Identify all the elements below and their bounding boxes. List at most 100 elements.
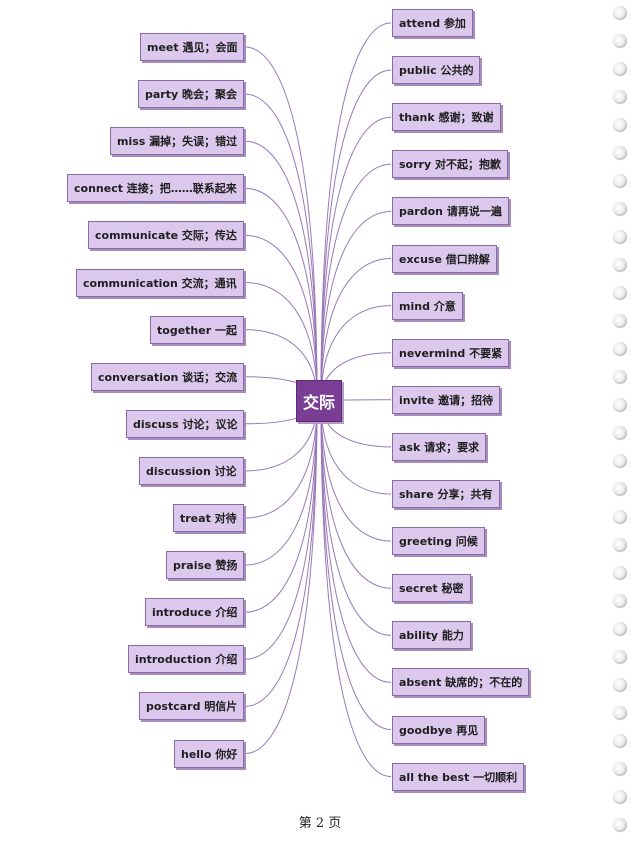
right-branch-node: mind 介意: [392, 291, 463, 320]
branch-label: pardon 请再说一遍: [399, 205, 502, 219]
right-connector: [320, 305, 392, 402]
central-topic-label: 交际: [302, 393, 335, 412]
branch-label: goodbye 再见: [399, 723, 479, 737]
branch-label: public 公共的: [399, 64, 474, 78]
left-connector: [244, 400, 318, 754]
right-branch-node: public 公共的: [392, 56, 481, 85]
right-connector: [320, 400, 392, 778]
left-connector: [244, 140, 318, 402]
right-branch-node: share 分享；共有: [392, 480, 500, 508]
branch-label: praise 赞扬: [173, 559, 238, 573]
branch-label: mind 介意: [399, 299, 456, 313]
binding-ring: [613, 482, 627, 496]
right-connector: [320, 116, 392, 402]
right-connector: [320, 400, 392, 636]
binding-ring: [613, 818, 627, 832]
branch-label: greeting 问候: [399, 535, 478, 549]
left-connector: [244, 93, 318, 402]
right-branch-node: greeting 问候: [392, 527, 485, 556]
right-branch-node: thank 感谢；致谢: [392, 103, 501, 132]
left-branch-node: communicate 交际；传达: [88, 221, 244, 250]
left-connector: [244, 400, 318, 660]
binding-ring: [613, 370, 627, 384]
branch-label: ask 请求；要求: [399, 440, 480, 454]
left-branch-node: meet 遇见；会面: [140, 33, 245, 61]
right-connector: [320, 400, 392, 730]
right-branch-node: invite 邀请；招待: [392, 385, 501, 414]
binding-ring: [613, 398, 627, 412]
branch-label: connect 连接；把……联系起来: [74, 182, 237, 196]
branch-label: secret 秘密: [399, 582, 464, 596]
binding-ring: [613, 342, 627, 356]
binding-ring: [613, 34, 627, 48]
left-branch-node: communication 交流；通讯: [76, 268, 244, 297]
right-connector: [320, 69, 392, 402]
branch-label: invite 邀请；招待: [399, 393, 494, 407]
binding-ring: [613, 706, 627, 720]
right-branch-node: all the best 一切顺利: [392, 762, 525, 791]
binding-ring: [613, 650, 627, 664]
left-connector: [244, 282, 318, 402]
left-branch-node: praise 赞扬: [166, 551, 245, 580]
right-branch-node: excuse 借口辩解: [392, 244, 497, 273]
binding-ring: [613, 622, 627, 636]
right-connector: [320, 22, 392, 402]
branch-label: together 一起: [157, 323, 237, 337]
branch-label: discuss 讨论；议论: [133, 417, 238, 431]
binding-ring: [613, 538, 627, 552]
branch-label: meet 遇见；会面: [147, 41, 238, 54]
right-connector: [320, 400, 392, 495]
left-connector: [244, 187, 318, 402]
binding-ring: [613, 230, 627, 244]
binding-ring: [613, 6, 627, 20]
left-branch-node: hello 你好: [174, 739, 245, 768]
left-connector: [244, 46, 318, 402]
binding-ring: [613, 790, 627, 804]
branch-label: thank 感谢；致谢: [399, 111, 494, 125]
binding-ring: [613, 594, 627, 608]
left-branch-node: discussion 讨论: [139, 456, 244, 485]
branch-label: introduce 介绍: [152, 606, 238, 620]
left-connector: [244, 400, 318, 707]
branch-label: ability 能力: [399, 629, 464, 643]
right-branch-node: pardon 请再说一遍: [392, 197, 509, 226]
left-branch-node: discuss 讨论；议论: [126, 409, 245, 438]
binding-ring: [613, 174, 627, 188]
right-branch-node: attend 参加: [392, 9, 473, 37]
binding-ring: [613, 90, 627, 104]
right-connector: [320, 400, 392, 589]
branch-label: miss 漏掉；失误；错过: [117, 135, 238, 149]
left-branch-node: miss 漏掉；失误；错过: [110, 127, 245, 156]
left-connector: [244, 234, 318, 402]
right-connector: [320, 163, 392, 402]
binding-ring: [613, 202, 627, 216]
central-topic-node: 交际: [296, 380, 342, 422]
right-connector: [320, 400, 392, 683]
right-branch-node: secret 秘密: [392, 574, 471, 603]
branch-label: attend 参加: [399, 17, 466, 30]
left-connector: [244, 400, 318, 519]
branch-label: discussion 讨论: [146, 464, 237, 478]
right-branch-node: ask 请求；要求: [392, 432, 487, 461]
right-branch-node: ability 能力: [392, 621, 471, 650]
branch-label: sorry 对不起；抱歉: [399, 158, 501, 172]
right-connector: [320, 210, 392, 402]
binding-ring: [613, 454, 627, 468]
left-branch-node: connect 连接；把……联系起来: [67, 174, 244, 203]
right-connector: [320, 258, 392, 402]
left-branch-node: postcard 明信片: [139, 692, 245, 721]
branch-label: communication 交流；通讯: [83, 276, 237, 290]
branch-label: communicate 交际；传达: [95, 229, 237, 243]
binding-ring: [613, 734, 627, 748]
branch-label: nevermind 不要紧: [399, 346, 503, 360]
binding-ring: [613, 62, 627, 76]
branch-label: introduction 介绍: [135, 653, 238, 667]
left-connector: [244, 400, 318, 566]
left-branch-node: introduce 介绍: [145, 598, 245, 627]
binding-ring: [613, 286, 627, 300]
branch-label: absent 缺席的；不在的: [399, 676, 523, 690]
branch-label: share 分享；共有: [399, 488, 493, 501]
binding-ring: [613, 762, 627, 776]
